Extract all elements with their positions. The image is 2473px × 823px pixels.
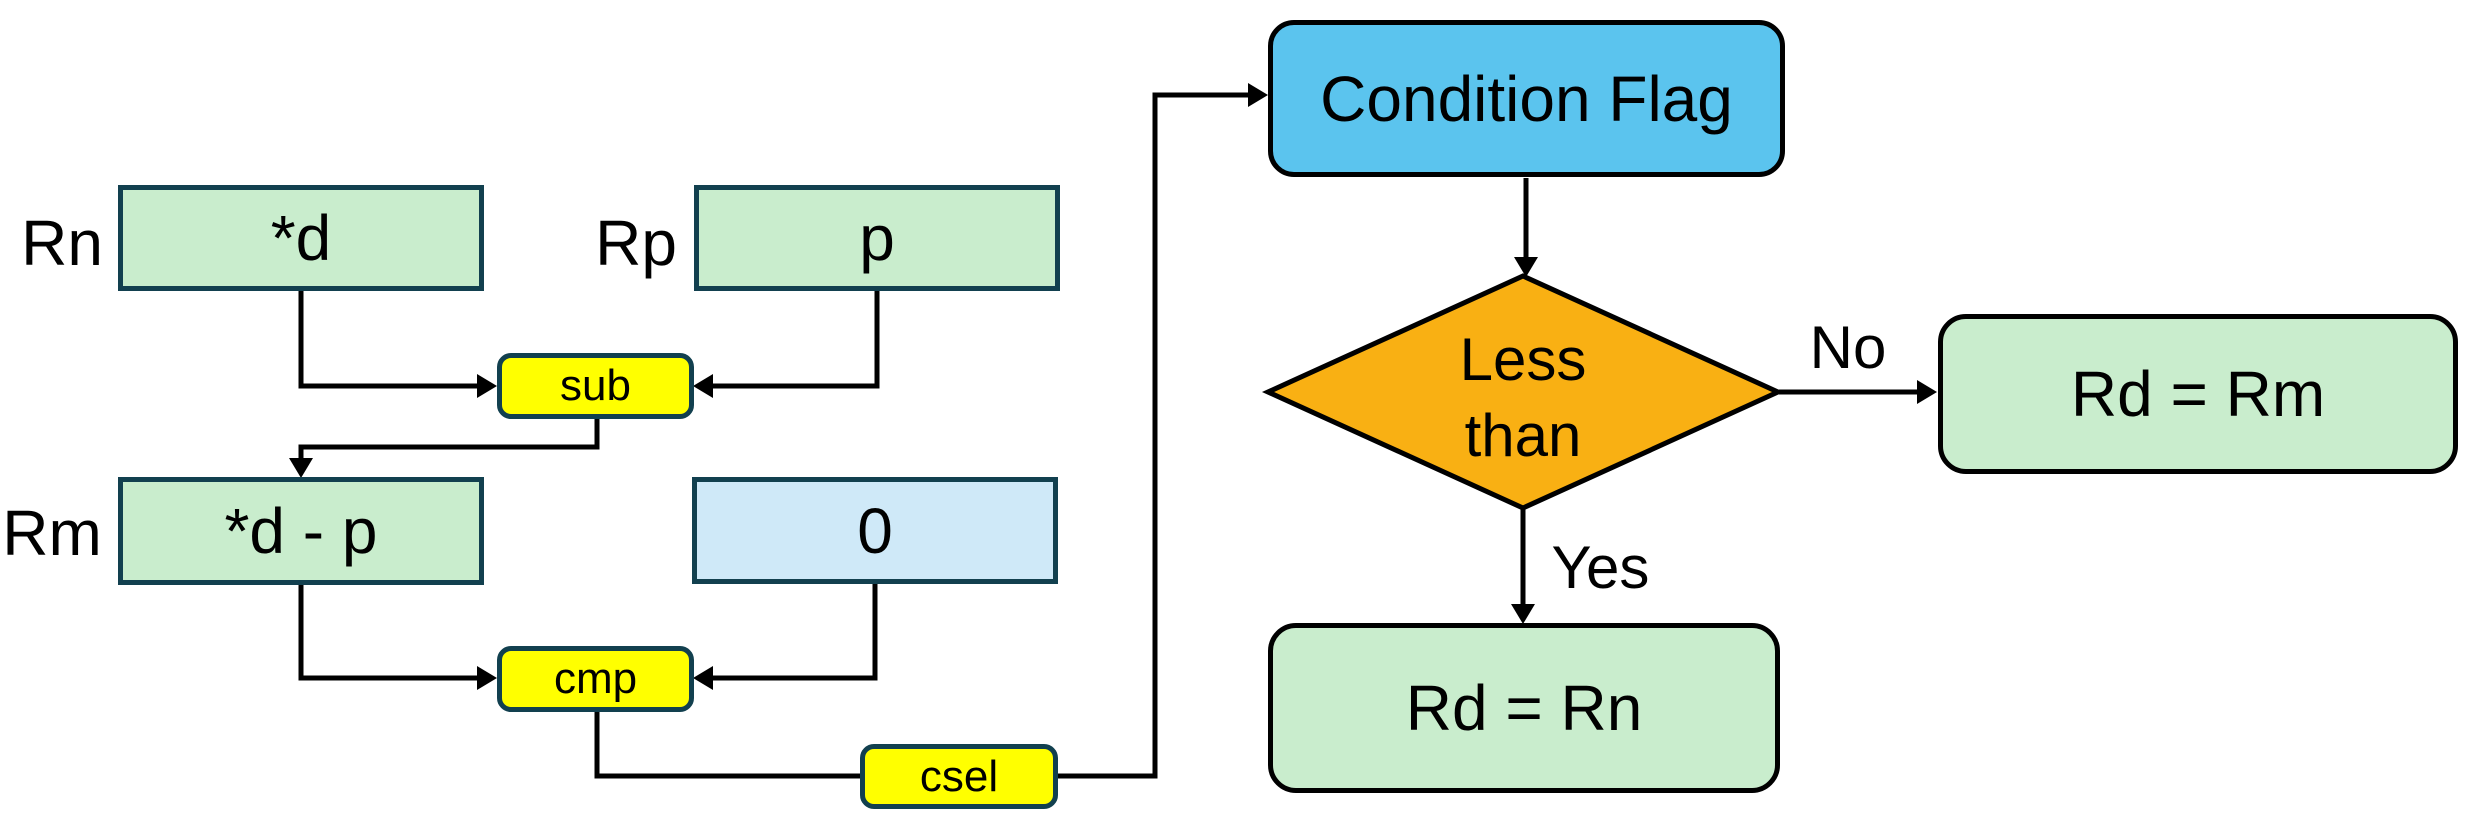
condition-flag-box: Condition Flag (1268, 20, 1785, 177)
arrowhead-into-rdrn (1511, 604, 1535, 624)
register-label-rn: Rn (21, 207, 103, 279)
arrowhead-into-decision (1514, 257, 1538, 277)
operation-cmp: cmp (497, 646, 694, 712)
connector-cmp-to-csel (594, 712, 862, 779)
connector-csel-to-flag (1056, 92, 1248, 779)
operation-csel: csel (860, 744, 1058, 809)
register-box-rn: *d (118, 185, 484, 291)
arrowhead-into-cmp-left (477, 666, 497, 690)
arrowhead-into-flag (1248, 83, 1268, 107)
result-box-rd-equals-rn: Rd = Rn (1268, 623, 1780, 793)
decision-diamond (1261, 273, 1785, 511)
arrowhead-into-cmp-right (693, 666, 713, 690)
arrowhead-into-sub-right (693, 374, 713, 398)
decision-text: Less than (1373, 318, 1673, 478)
decision-text-line2: than (1464, 402, 1582, 469)
arrowhead-into-rdrm (1917, 380, 1937, 404)
register-box-rm: *d - p (118, 477, 484, 585)
register-label-rp: Rp (595, 207, 677, 279)
decision-text-line1: Less (1459, 326, 1587, 393)
operation-sub: sub (497, 353, 694, 419)
connector-rn-to-sub (298, 291, 477, 389)
connector-rm-to-cmp (298, 585, 477, 681)
arrowhead-into-sub-left (477, 374, 497, 398)
arrowhead-into-rm (289, 458, 313, 478)
branch-label-no: No (1809, 313, 1887, 381)
register-label-rm: Rm (2, 497, 102, 569)
register-box-rp: p (694, 185, 1060, 291)
connector-zero-to-cmp (713, 584, 878, 681)
branch-label-yes: Yes (1551, 533, 1650, 601)
connector-sub-to-rm (298, 419, 600, 458)
connector-rp-to-sub (713, 291, 880, 389)
constant-zero-box: 0 (692, 477, 1058, 584)
result-box-rd-equals-rm: Rd = Rm (1938, 314, 2458, 474)
decision-diamond-shape (1261, 273, 1785, 511)
